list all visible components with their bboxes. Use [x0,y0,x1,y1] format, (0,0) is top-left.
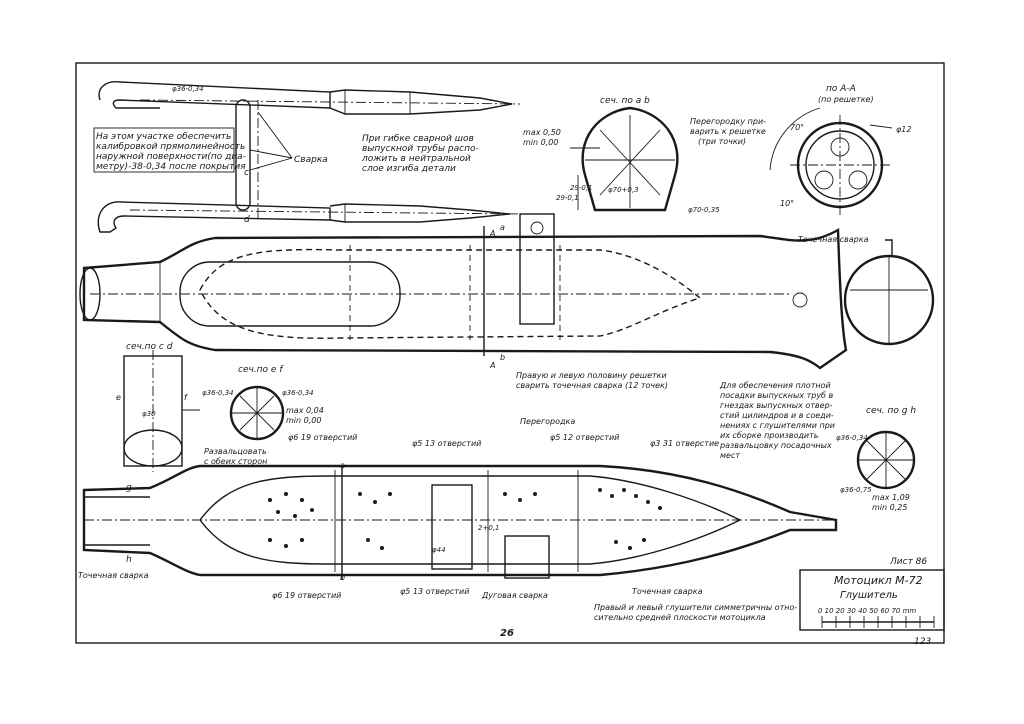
letter-d: d [244,215,250,225]
dim-d70b: φ70-0,35 [688,206,720,214]
section-gh-view [856,430,916,490]
silencer-section-view [82,464,838,580]
letter-f: f [184,393,188,402]
dim-d30: φ30 [142,410,156,418]
fit-note-1: Для обеспечения плотной [719,381,831,390]
dim-max004: max 0,04 [286,406,324,415]
bend-note-4: слое изгиба детали [362,164,456,174]
fit-note-5: нениях с глушителями при [720,421,835,430]
calibrate-note-1: На этом участке обеспечить [96,132,231,142]
section-cd-view [123,350,200,472]
holes-13b: φ5 13 отверстий [400,587,469,596]
title-line-1: Мотоцикл М-72 [834,574,923,587]
dim-min025: min 0,25 [872,503,907,512]
dim-d36-gh2: φ36-0,75 [840,486,872,494]
fit-note-3: гнездах выпускных отвер- [720,401,833,410]
letter-c: c [244,168,249,178]
fit-note-8: мест [720,451,740,460]
spot-weld-label-top: Точечная сварка [798,235,869,244]
dim-angle-10: 10° [780,199,794,208]
dim-d44: φ44 [432,546,446,554]
flare-note-2: с обеих сторон [204,457,267,466]
sheet-frame [75,62,945,644]
spot-weld-label-bottom: Точечная сварка [632,587,703,596]
letter-e: e [116,393,121,402]
dim-d2: 2+0,1 [478,524,499,532]
section-aa-subtitle: (по решетке) [818,95,874,104]
fit-note-6: их сборке производить [720,431,819,440]
spot-weld-label-left: Точечная сварка [78,571,149,580]
fit-note-4: стий цилиндров и в соеди- [720,411,834,420]
holes-31: φ3 31 отверстие [650,439,719,448]
bottom-mark: 26 [500,628,514,639]
letter-g: g [126,483,132,493]
sheet-label: Лист 86 [889,557,927,567]
bend-note-1: При гибке сварной шов [362,134,474,144]
dim-d36-ef2: φ36-0,34 [282,389,314,397]
dim-angle-70: 70° [790,123,804,132]
grid-weld-note-1: Правую и левую половину решетки [516,371,667,380]
dim-h29b: 29-0,1 [570,184,593,192]
partition-note-2: варить к решетке [690,127,766,136]
partition-note-3: (три точки) [698,137,746,146]
letter-a-bottom: a [340,461,345,470]
holes-19b: φ6 19 отверстий [272,591,341,600]
section-cd-title: сеч.по с d [126,342,173,352]
letter-a-top: a [500,223,505,232]
holes-13a: φ5 13 отверстий [412,439,481,448]
section-ab-title: сеч. по a b [600,96,650,106]
section-aa-view [769,107,893,215]
letter-A-top: A [489,229,495,238]
dim-d36-ef1: φ36-0,34 [202,389,234,397]
calibrate-note-2: калибровкой прямолинейность [96,142,245,152]
section-ef-view [229,385,285,441]
dim-h29a: 29-0,1 [556,194,579,202]
section-ab-view [570,106,679,212]
fit-note-7: развальцовку посадочных [719,441,832,450]
letter-b-top: b [500,353,505,362]
weld-label: Сварка [294,155,328,165]
section-ef-title: сеч.по e f [238,365,284,375]
bend-note-3: ложить в нейтральной [361,154,471,164]
section-aa-title: по А-А [826,84,856,94]
arc-weld-label: Дуговая сварка [481,591,548,600]
partition-note-1: Перегородку при- [690,117,766,126]
dim-d36-gh: φ36-0,34 [836,434,868,442]
dim-min000: min 0,00 [523,138,558,147]
grid-weld-note-2: сварить точечная сварка (12 точек) [516,381,668,390]
letter-A-bottom: A [489,361,495,370]
holes-19a: φ6 19 отверстий [288,433,357,442]
letter-h: h [126,555,132,565]
title-line-2: Глушитель [840,590,898,601]
calibrate-note-3: наружной поверхности(по диа- [96,152,246,162]
letter-b-bottom: b [340,573,345,582]
title-block [799,569,945,631]
exhaust-pipe-views [97,81,521,233]
scale-bar [821,616,935,628]
dim-max050: max 0,50 [523,128,561,137]
symmetric-note-1: Правый и левый глушители симметричны отн… [594,603,797,612]
scale-label: 0 10 20 30 40 50 60 70 mm [818,607,916,615]
silencer-side-view [79,213,935,370]
symmetric-note-2: сительно средней плоскости мотоцикла [594,613,766,622]
calibrate-note-4: метру)-38-0,34 после покрытия [96,162,246,172]
holes-12: φ5 12 отверстий [550,433,619,442]
flare-note-1: Развальцовать [204,447,267,456]
calibration-note-box [93,127,235,173]
dim-d36-top: φ36-0,34 [172,85,204,93]
section-gh-title: сеч. по g h [866,406,916,416]
dim-max109: max 1,09 [872,493,910,502]
dim-min000b: min 0,00 [286,416,321,425]
fit-note-2: посадки выпускных труб в [720,391,834,400]
dim-d12: φ12 [896,125,911,134]
partition-label: Перегородка [520,417,575,426]
bend-note-2: выпускной трубы распо- [362,144,479,154]
dim-d70a: φ70+0,3 [608,186,639,194]
page-number: 123 [914,637,931,647]
